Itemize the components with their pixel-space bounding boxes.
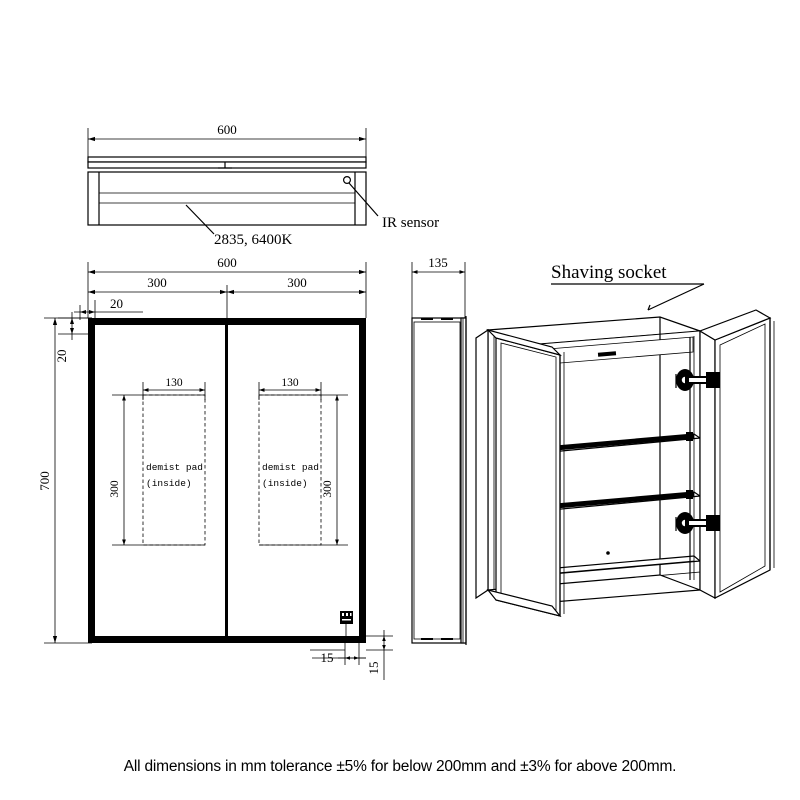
demist-right-label-line2: (inside) (262, 478, 308, 489)
bottom-offset-vertical-value: 15 (366, 662, 381, 675)
front-height-dimension: 700 (37, 317, 92, 644)
bottom-offset-vertical-dimension: 15 (366, 630, 393, 680)
isometric-view: Shaving socket (475, 262, 775, 618)
led-leader-line (185, 204, 215, 235)
frame-left-offset-value: 20 (110, 296, 123, 311)
front-overall-height-value: 700 (37, 471, 52, 491)
frame-top-offset-value: 20 (54, 350, 69, 363)
side-depth-value: 135 (428, 255, 448, 270)
shelf-support-pins (686, 432, 693, 499)
front-width-600-dimension: 600 (87, 255, 367, 318)
cabinet-frame (88, 318, 366, 643)
demist-left-height-value: 300 (109, 480, 121, 498)
right-door-width-value: 300 (287, 275, 307, 290)
ir-sensor-label: IR sensor (382, 215, 439, 231)
shaving-socket-label: Shaving socket (551, 262, 667, 283)
demist-right-height-value: 300 (322, 480, 334, 498)
ir-sensor-marker (343, 176, 379, 217)
bottom-offset-horizontal-dimension: 15 (310, 643, 366, 665)
front-view: 600 300 300 20 (37, 255, 393, 680)
left-door-width-value: 300 (147, 275, 167, 290)
touch-switch-icon (340, 611, 353, 636)
frame-top-offset-dimension: 20 (54, 312, 92, 363)
shaving-socket-callout (551, 283, 705, 311)
top-view-width-dimension: 600 (87, 122, 367, 160)
top-view-cap (87, 156, 367, 169)
front-overall-width-value: 600 (217, 255, 237, 270)
demist-pad-right: 130 300 demist pad (inside) (258, 377, 348, 546)
bottom-offset-horizontal-value: 15 (321, 650, 334, 665)
demist-left-label-line1: demist pad (146, 462, 203, 473)
hinge-upper (675, 369, 720, 391)
top-view-width-value: 600 (217, 122, 237, 137)
drawing-caption: All dimensions in mm tolerance ±5% for b… (123, 758, 677, 775)
demist-left-width-value: 130 (165, 377, 183, 389)
demist-right-width-value: 130 (281, 377, 299, 389)
interior-detail-dot (606, 551, 610, 555)
frame-left-offset-dimension: 20 (74, 296, 143, 320)
side-view-profile (411, 316, 467, 645)
door-right-open (698, 309, 775, 599)
led-spec-label: 2835, 6400K (214, 232, 293, 248)
top-view: 600 (87, 122, 439, 248)
demist-right-label-line1: demist pad (262, 462, 319, 473)
demist-pad-left: 130 300 demist pad (inside) (109, 377, 206, 546)
demist-left-label-line2: (inside) (146, 478, 192, 489)
shelf-lower (532, 491, 702, 512)
top-view-body (87, 171, 367, 226)
door-left-open (475, 328, 565, 618)
side-view: 135 (411, 255, 467, 645)
hinge-lower (675, 512, 720, 534)
side-depth-dimension: 135 (411, 255, 466, 320)
